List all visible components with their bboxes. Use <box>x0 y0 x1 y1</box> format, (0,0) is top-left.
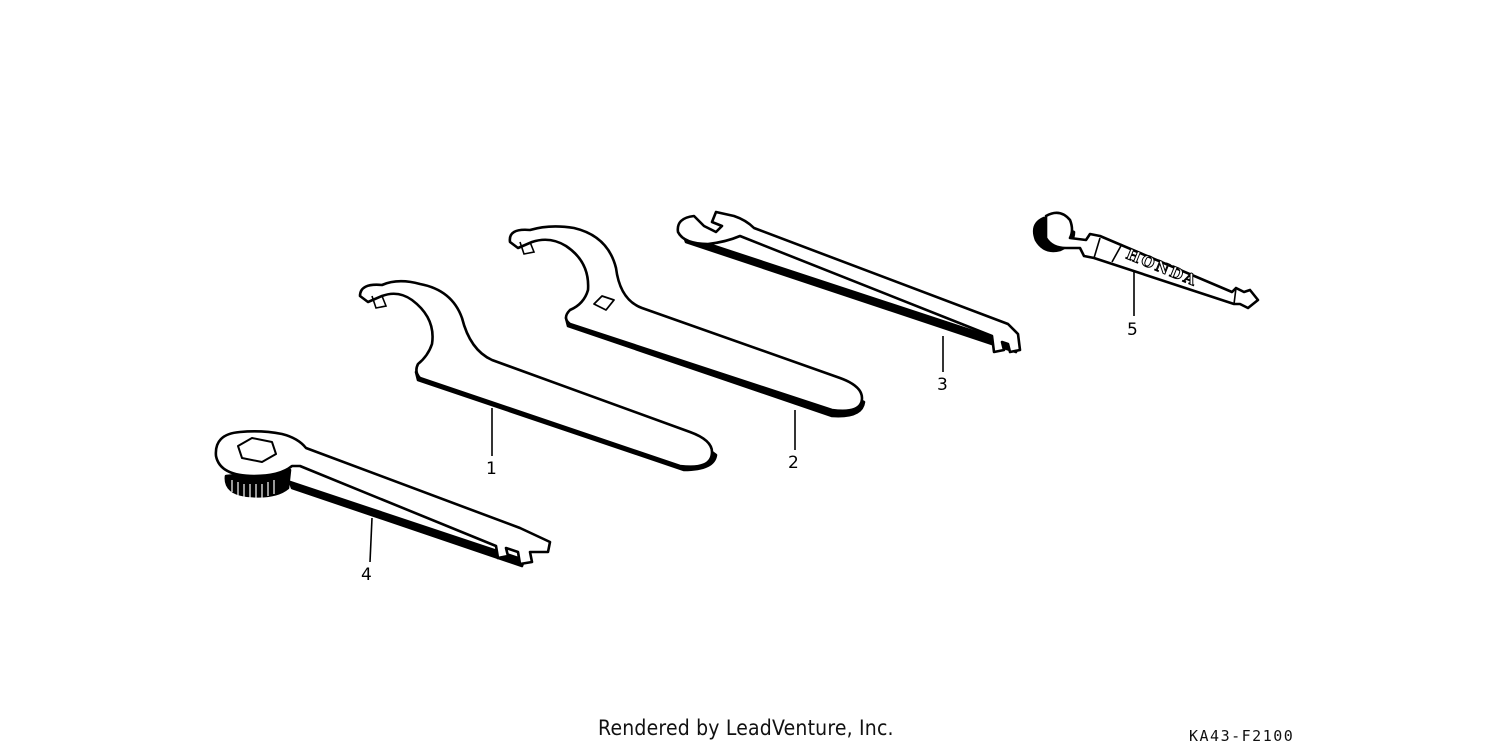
callout-4: 4 <box>361 565 372 585</box>
hook-wrench-large[interactable] <box>358 279 718 472</box>
callout-2: 2 <box>788 453 799 473</box>
callout-1: 1 <box>486 459 497 479</box>
rendered-by-credit: Rendered by LeadVenture, Inc. <box>598 716 894 740</box>
screwdriver-handle[interactable]: HONDA <box>1032 211 1260 310</box>
diagram-code: KA43-F2100 <box>1189 727 1295 745</box>
leader-line-4 <box>369 517 373 563</box>
callout-3: 3 <box>937 375 948 395</box>
hex-box-wrench[interactable] <box>214 430 552 568</box>
callout-5: 5 <box>1127 320 1138 340</box>
open-end-wrench[interactable] <box>676 210 1022 354</box>
hook-wrench-small[interactable] <box>508 225 866 418</box>
